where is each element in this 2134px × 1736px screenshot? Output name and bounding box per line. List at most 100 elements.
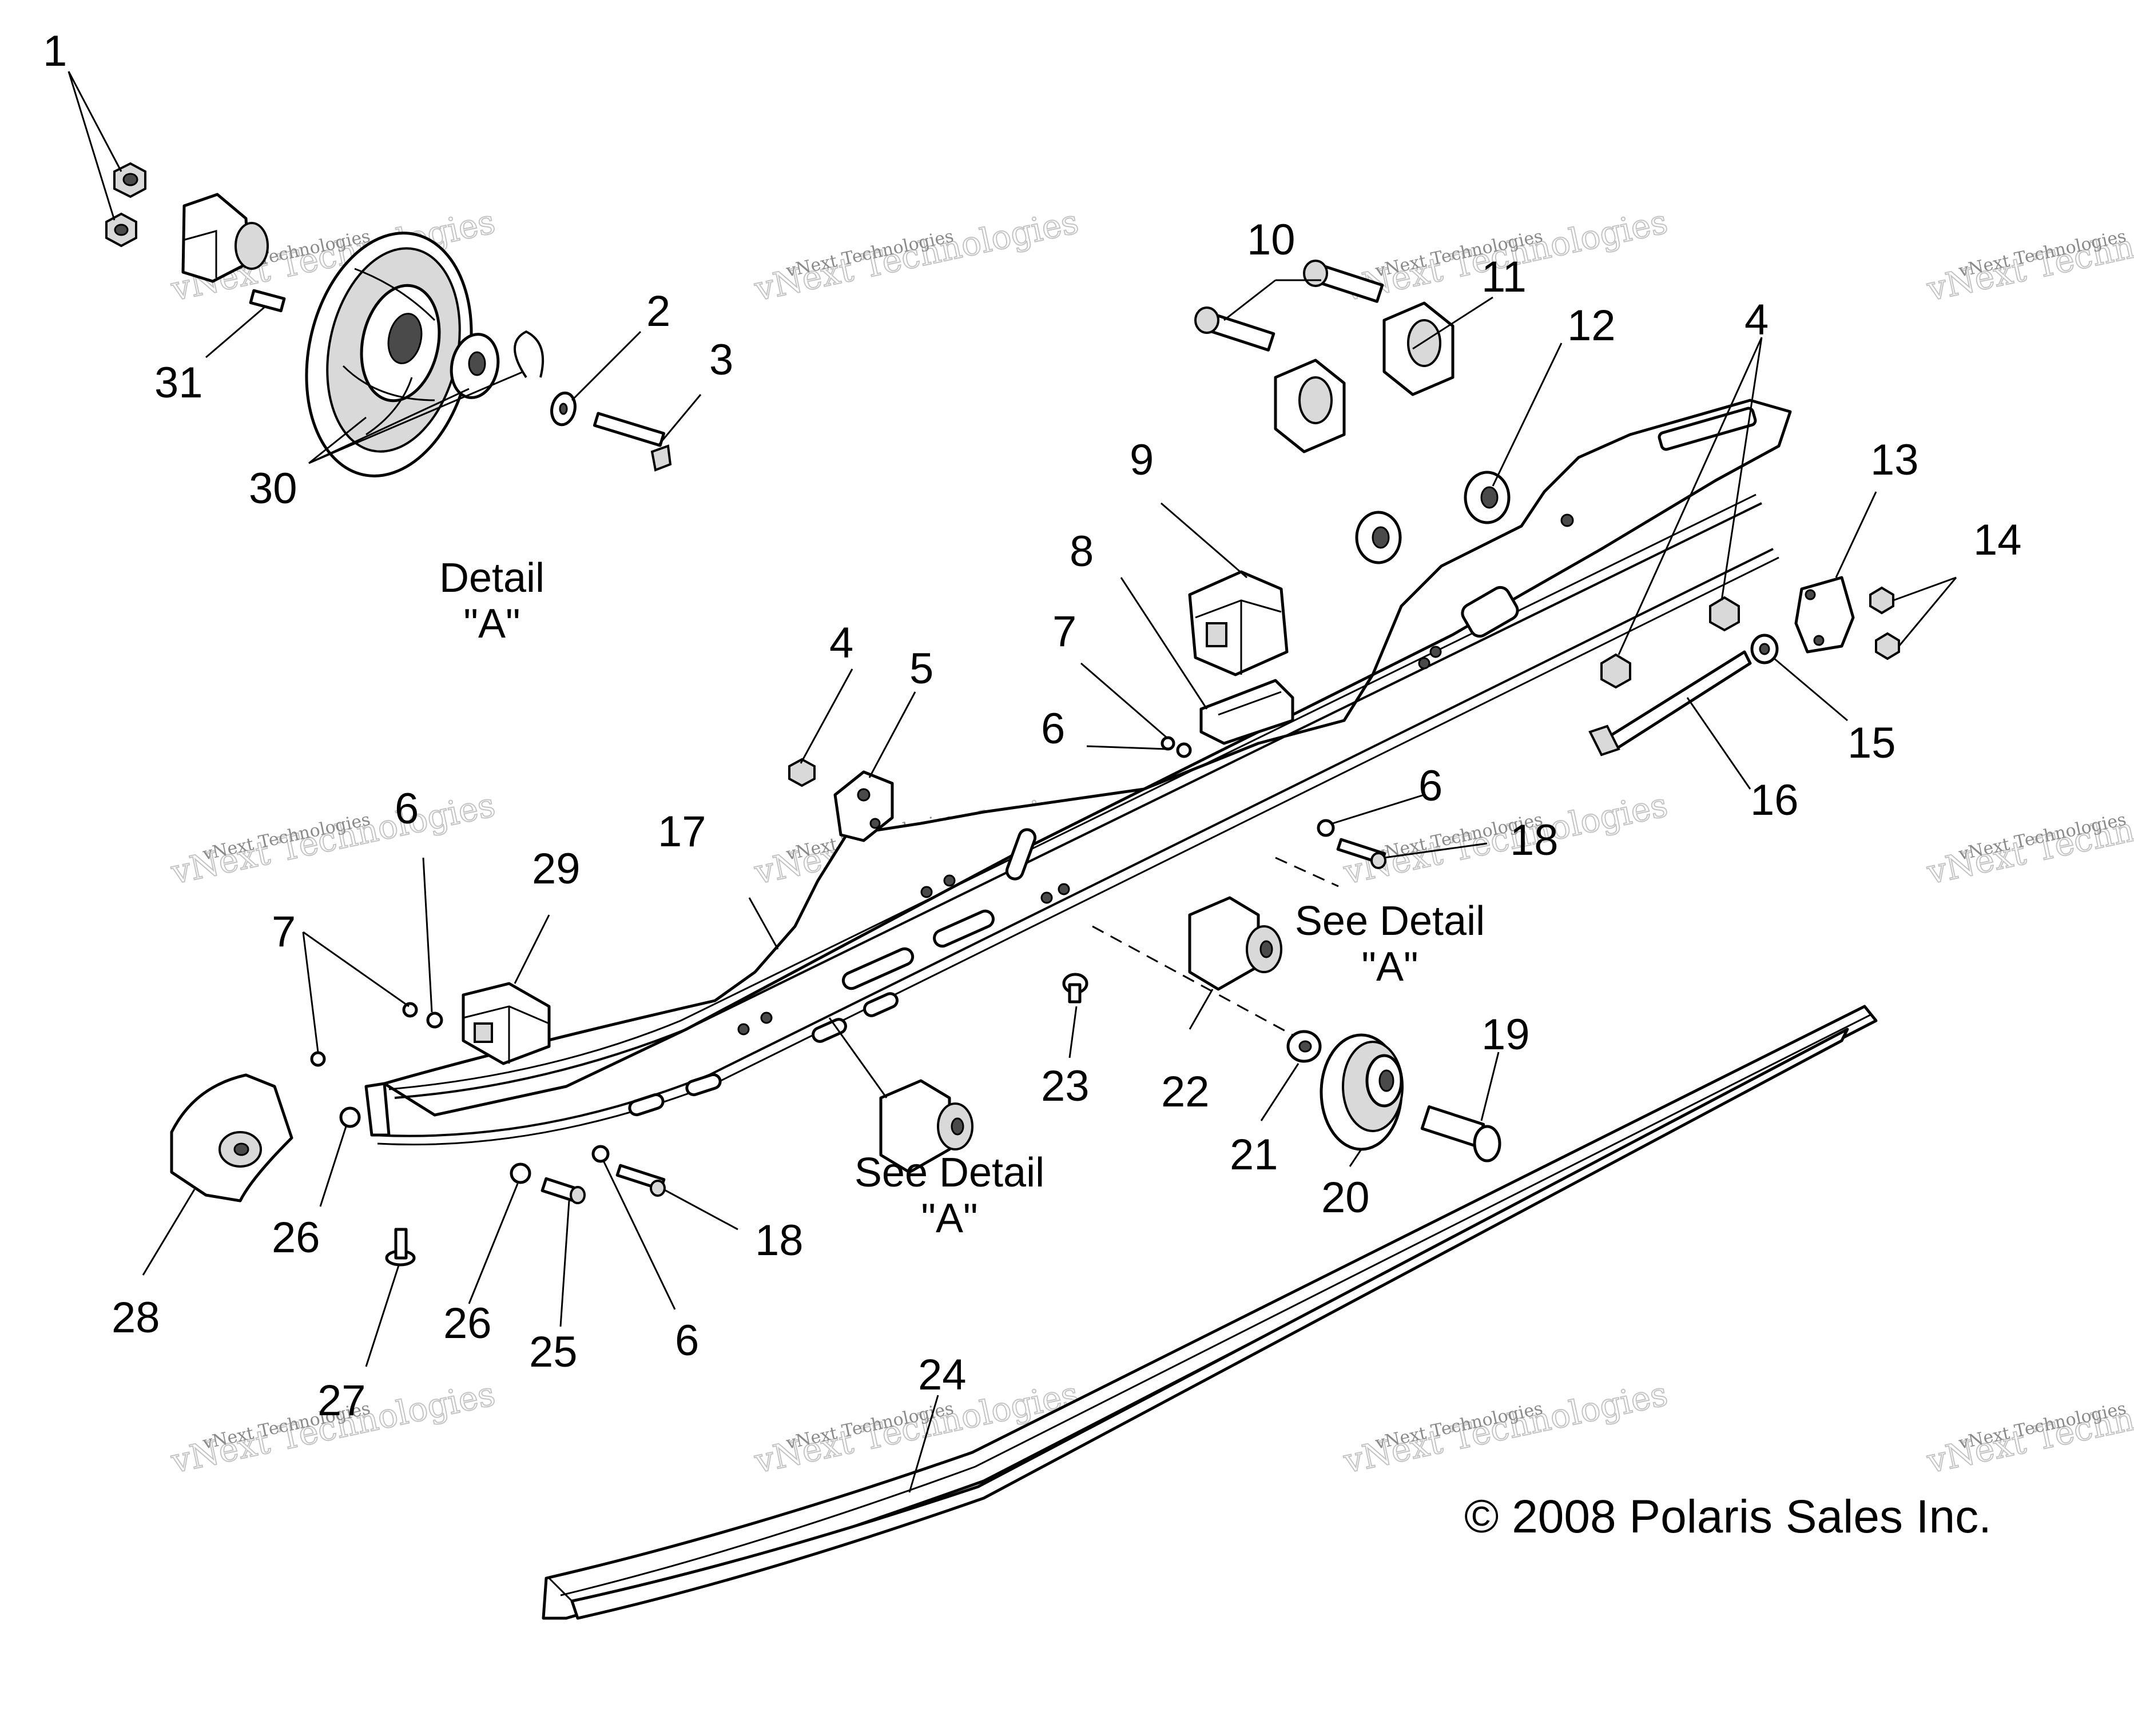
bolt-18-front xyxy=(615,1164,666,1197)
rail-slide-upper xyxy=(394,502,1762,1099)
callout-labels: 1 2 3 4 4 5 6 6 6 6 7 7 8 9 10 11 12 13 … xyxy=(43,27,2022,1425)
callout-22: 22 xyxy=(1161,1068,1210,1116)
callout-17: 17 xyxy=(658,807,706,856)
rail-slide-lower xyxy=(371,548,1774,1137)
idler-wheel-30 xyxy=(305,232,473,477)
rail-holes xyxy=(737,513,1574,1036)
detail-a-caption-line2: "A" xyxy=(463,601,520,647)
nut-4-left xyxy=(788,758,816,787)
bolt-25 xyxy=(541,1177,586,1204)
callout-8: 8 xyxy=(1070,527,1094,576)
detail-a-assembly xyxy=(105,162,672,477)
bracket-13 xyxy=(1794,576,1855,654)
bearing-30 xyxy=(450,333,500,399)
callout-3: 3 xyxy=(709,336,733,384)
callout-25: 25 xyxy=(529,1328,578,1376)
washer-2 xyxy=(550,391,577,427)
callout-7-left: 7 xyxy=(272,907,296,956)
nut-1-upper xyxy=(113,162,146,198)
copyright-notice: © 2008 Polaris Sales Inc. xyxy=(1464,1491,1992,1543)
see-detail-upper-line1: See Detail xyxy=(1295,898,1485,944)
bushing-11-right xyxy=(1382,301,1455,396)
callout-2: 2 xyxy=(646,287,670,336)
spacer-12-right xyxy=(1464,471,1511,524)
nut-4-lower xyxy=(1600,653,1631,689)
callout-18-lower: 18 xyxy=(755,1216,804,1265)
captions: Detail "A" See Detail "A" See Detail "A"… xyxy=(439,555,1992,1543)
callout-6-left: 6 xyxy=(395,785,419,833)
callout-26-left: 26 xyxy=(272,1213,320,1262)
callout-24: 24 xyxy=(918,1351,967,1399)
watermark-outline-text: vNext Technologies xyxy=(751,202,1082,309)
callout-9: 9 xyxy=(1130,436,1154,484)
nut-4-upper xyxy=(1709,596,1740,632)
front-cap-28 xyxy=(170,1073,293,1203)
callout-7-upper: 7 xyxy=(1052,607,1076,656)
callout-6-upper: 6 xyxy=(1041,704,1065,753)
hyfax-slide-24 xyxy=(542,1005,1878,1620)
snap-ring-30 xyxy=(514,330,545,379)
callout-23: 23 xyxy=(1041,1062,1090,1110)
idler-mount-bracket xyxy=(181,193,269,283)
washer-21 xyxy=(1286,1030,1322,1063)
callout-16: 16 xyxy=(1750,776,1799,825)
bushing-11-left xyxy=(1274,359,1346,453)
mount-bracket-8 xyxy=(1199,679,1294,745)
watermark-outline-text: vNext Technologies xyxy=(1340,1374,1671,1481)
see-detail-lower-line2: "A" xyxy=(921,1196,977,1241)
see-detail-upper-line2: "A" xyxy=(1361,944,1418,990)
callout-18-upper: 18 xyxy=(1510,816,1559,865)
callout-6-bottom: 6 xyxy=(675,1316,699,1365)
nut-1-lower xyxy=(105,212,137,248)
rail-slots xyxy=(628,407,1757,1117)
callout-28: 28 xyxy=(112,1293,160,1342)
bolt-23 xyxy=(1062,973,1088,1004)
callout-13: 13 xyxy=(1870,436,1919,484)
stop-block-9 xyxy=(1188,570,1289,676)
callout-11: 11 xyxy=(1481,253,1527,301)
see-detail-lower-line1: See Detail xyxy=(855,1150,1044,1196)
callout-15: 15 xyxy=(1847,719,1896,767)
bolt-18-rear xyxy=(1336,838,1386,869)
bolt-3 xyxy=(593,412,672,472)
wheel-20 xyxy=(1320,1033,1404,1151)
washers-small xyxy=(310,736,1335,1184)
nut-14-upper xyxy=(1869,586,1894,615)
callout-19: 19 xyxy=(1481,1010,1530,1059)
shaft-16 xyxy=(1588,650,1752,756)
callout-31: 31 xyxy=(154,359,203,407)
watermark-outline-text: vNext Technologies xyxy=(1340,785,1671,892)
detail-a-caption-line1: Detail xyxy=(439,555,545,601)
bracket-5 xyxy=(833,770,894,842)
callout-26-right: 26 xyxy=(443,1299,492,1348)
callout-27: 27 xyxy=(317,1376,366,1425)
assembly-dashes xyxy=(1092,857,1339,1036)
callout-1: 1 xyxy=(43,27,67,75)
callout-14: 14 xyxy=(1973,516,2022,564)
rail-plate-17 xyxy=(383,399,1792,1117)
rail-assembly xyxy=(364,399,1792,1146)
washer-15 xyxy=(1750,634,1779,664)
callout-30: 30 xyxy=(249,464,297,513)
callout-4-left: 4 xyxy=(829,619,853,667)
wheel-assembly-rear-detail xyxy=(1188,896,1282,991)
callout-20: 20 xyxy=(1321,1173,1370,1222)
callout-29: 29 xyxy=(532,845,581,893)
leader-lines xyxy=(67,71,1957,1493)
bolt-19 xyxy=(1420,1105,1501,1162)
block-29 xyxy=(462,982,551,1065)
bolt-10-left xyxy=(1194,306,1275,352)
callout-4-top: 4 xyxy=(1744,296,1769,344)
spacer-12-left xyxy=(1355,511,1402,564)
callout-12: 12 xyxy=(1567,301,1616,350)
callout-6-mid: 6 xyxy=(1418,762,1442,810)
bolt-31 xyxy=(249,289,286,313)
wheel-assembly-front-detail xyxy=(879,1079,973,1174)
